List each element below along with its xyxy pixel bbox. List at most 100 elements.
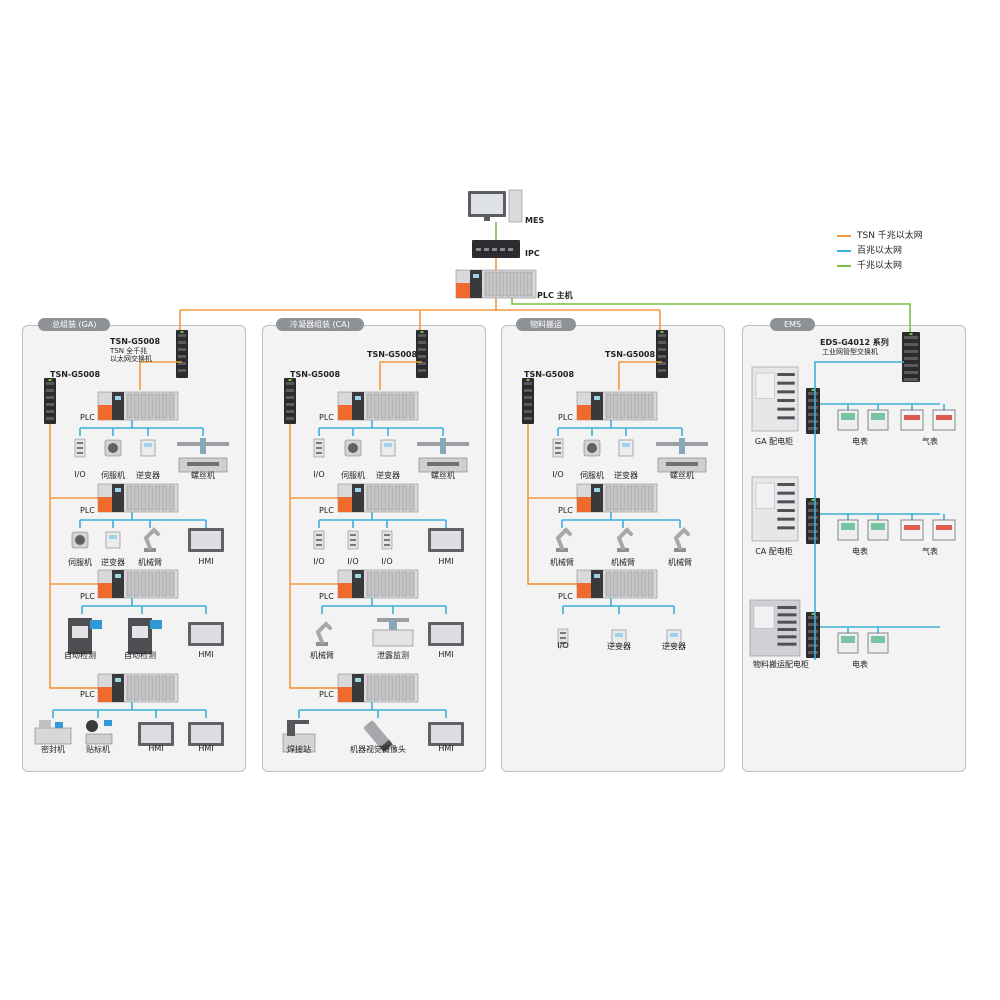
robot-arm	[616, 527, 633, 550]
plc-orange-module	[577, 583, 591, 598]
ga-r1-io: I/O	[74, 470, 86, 479]
io-terminal	[350, 539, 356, 541]
switch-port	[418, 348, 426, 351]
plc-orange-module	[338, 497, 352, 512]
ca-r1-servo: 伺服机	[341, 471, 365, 480]
mh-device-1-0	[555, 527, 572, 552]
switch-port	[658, 348, 666, 351]
plc-io-module	[373, 571, 380, 597]
plc-io-module	[147, 393, 154, 419]
camera-lens	[379, 739, 393, 753]
plc-io-module	[126, 485, 133, 511]
inspect-monitor	[150, 620, 162, 629]
plc-io-module	[380, 571, 387, 597]
meter-display	[841, 636, 855, 643]
plc-orange-module	[98, 583, 112, 598]
switch-led	[526, 379, 530, 381]
mes-screen	[471, 194, 503, 214]
switch-port	[904, 336, 918, 339]
switch-led	[420, 331, 424, 333]
welder-column	[287, 720, 295, 736]
switch-port	[808, 413, 818, 416]
switch-port	[808, 523, 818, 526]
plc-io-module	[133, 393, 140, 419]
machine-top	[39, 720, 51, 729]
switch-led	[811, 613, 815, 615]
plc-io-module	[605, 571, 612, 597]
ga-device-2-1	[128, 618, 162, 654]
servo-shaft	[587, 443, 597, 453]
switch-port	[524, 396, 532, 399]
ca-device-0-2	[380, 439, 396, 457]
plc-io-module	[380, 675, 387, 701]
ga-plc-1	[97, 391, 179, 421]
servo-shaft	[348, 443, 358, 453]
plc-io-module	[640, 485, 647, 511]
ipc-port	[492, 248, 497, 251]
ga-device-2-0	[68, 618, 102, 654]
ga-device-1-1	[105, 531, 121, 549]
ems-trunk	[814, 361, 904, 660]
switch-port	[178, 355, 186, 358]
screw-head	[679, 438, 685, 454]
ems-switch-mh	[806, 612, 820, 658]
switch-port	[46, 410, 54, 413]
ipc-port	[476, 248, 481, 251]
plc-io-module	[168, 675, 175, 701]
plc-screen	[115, 396, 121, 400]
ems-switch-label: EDS-G4012 系列	[820, 338, 889, 347]
plc-screen	[115, 574, 121, 578]
io-terminal	[77, 447, 83, 449]
mh-r1-servo: 伺服机	[580, 471, 604, 480]
io-terminal	[560, 642, 566, 644]
ems-ca-gas-0	[900, 519, 924, 541]
mes-label: MES	[525, 216, 545, 225]
plc-io-module	[647, 571, 654, 597]
ca-r1-inverter: 逆变器	[376, 471, 400, 480]
ems-ga-gas-label: 气表	[922, 437, 938, 446]
cabinet-breaker	[777, 620, 797, 624]
ems-ga-meter-0	[837, 409, 859, 431]
cabinet-breaker	[777, 390, 795, 394]
switch-led	[811, 389, 815, 391]
io-terminal	[316, 539, 322, 541]
ca-r2-io-3: I/O	[381, 557, 393, 566]
gas-meter-counter	[904, 525, 920, 530]
inverter-display	[670, 633, 678, 637]
plc-io-module	[401, 571, 408, 597]
plc-orange-module	[338, 583, 352, 598]
plc-io-module	[366, 393, 373, 419]
mes-tower	[508, 189, 523, 223]
legend-swatch-gigabit	[837, 264, 851, 267]
cabinet-breaker	[777, 483, 795, 486]
mh-device-2-0	[557, 628, 569, 648]
plc-io-module	[387, 393, 394, 419]
legend-swatch-tsn	[837, 234, 851, 237]
plc-io-module	[140, 675, 147, 701]
ems-ga-cabinet	[751, 366, 799, 432]
plc-screen	[473, 274, 479, 278]
ga-r4-labeler: 贴标机	[86, 745, 110, 754]
panel-tag-ems: EMS	[770, 318, 816, 331]
mh-r2-robot-arm-2: 机械臂	[611, 558, 635, 567]
plc-io-module	[394, 393, 401, 419]
mh-r3-io: I/O	[557, 641, 569, 650]
switch-port	[808, 530, 818, 533]
plc-io-module	[408, 675, 415, 701]
hmi-screen	[141, 725, 171, 743]
hmi-screen	[191, 625, 221, 643]
inverter-body	[140, 439, 156, 457]
plc-orange-module	[577, 497, 591, 512]
screw-head	[440, 438, 446, 454]
plc-screen	[115, 488, 121, 492]
mh-switch-left	[522, 378, 534, 424]
plc-io-module	[126, 571, 133, 597]
switch-port	[46, 396, 54, 399]
mh-plc-3	[576, 569, 658, 599]
inspect-window	[132, 626, 148, 638]
mh-device-0-0	[552, 438, 564, 458]
panel-tag-ca: 冷凝器组装 (CA)	[276, 318, 364, 331]
ga-device-1-0	[71, 531, 89, 549]
screw-head	[200, 438, 206, 454]
switch-port	[808, 399, 818, 402]
